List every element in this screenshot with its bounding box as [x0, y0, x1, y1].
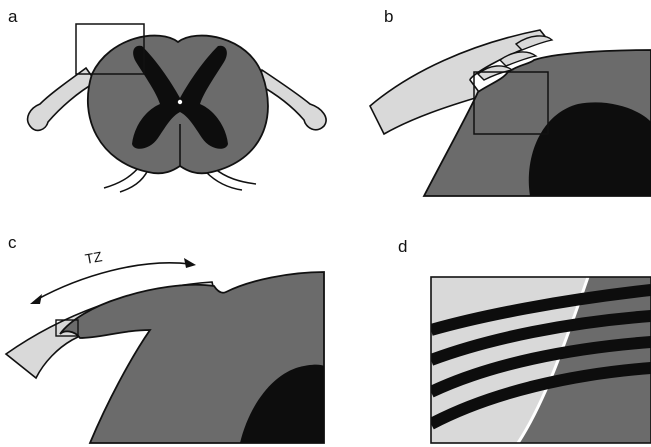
left-ventral-rootlet	[120, 170, 148, 192]
panel-letter-b: b	[384, 8, 393, 25]
panel-letter-d: d	[398, 238, 407, 255]
arrow-head-left	[30, 294, 42, 304]
panel-letter-a: a	[8, 8, 17, 25]
panel-d-artwork	[431, 277, 651, 443]
panel-b-artwork	[370, 30, 651, 196]
transition-zone-label: TZ	[84, 248, 104, 267]
arrow-head-right	[184, 258, 196, 268]
panel-c-artwork: TZ	[6, 248, 324, 443]
central-canal	[178, 100, 182, 104]
panel-letter-c: c	[8, 234, 17, 251]
panel-a-artwork	[28, 24, 326, 192]
left-dorsal-root	[28, 68, 96, 130]
